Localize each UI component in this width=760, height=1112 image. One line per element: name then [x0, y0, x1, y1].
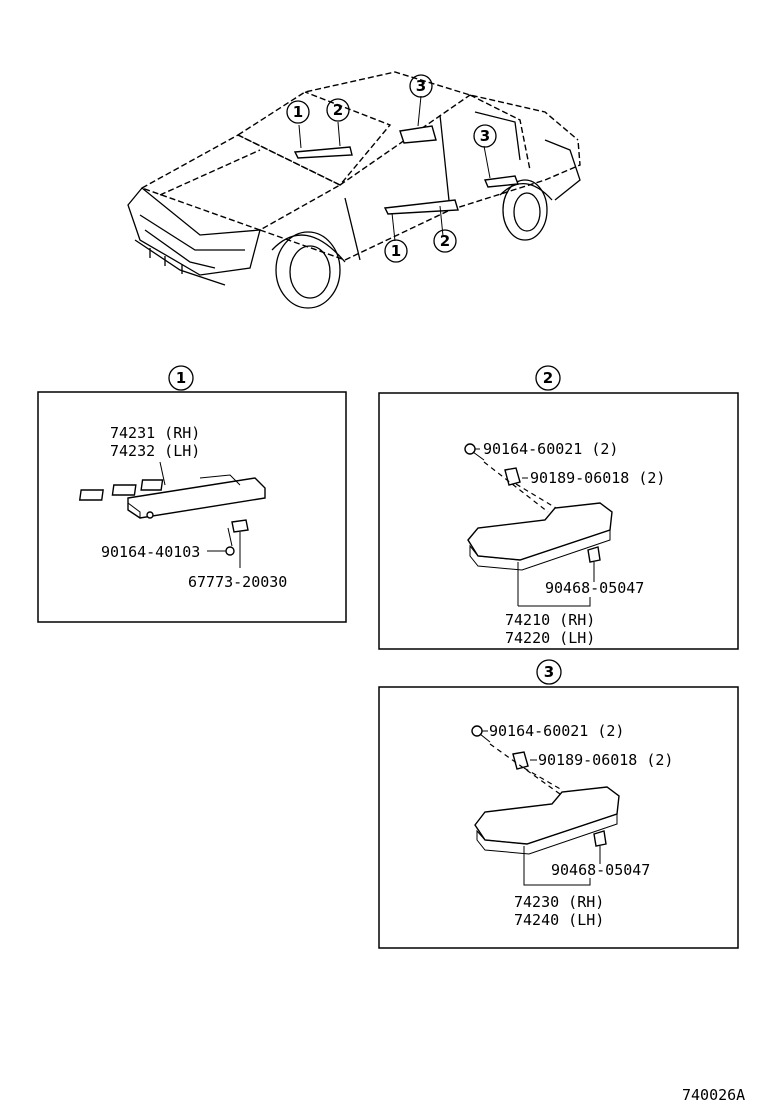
armrest-icon [467, 502, 613, 571]
panel-2-part-rh: 74210 (RH) [505, 611, 595, 629]
panel-2-callout-circle [535, 365, 561, 391]
armrest-icon [474, 786, 620, 855]
screw-icon [225, 546, 235, 556]
panel-1-callout-circle [168, 365, 194, 391]
panel-2-clip-label: 90468-05047 [545, 579, 644, 597]
panel-3-nut-label: 90189-06018 (2) [538, 751, 673, 769]
nut-icon [512, 751, 529, 770]
svg-text:1: 1 [293, 103, 303, 121]
svg-text:3: 3 [480, 127, 490, 145]
panel-3-bolt-label: 90164-60021 (2) [489, 722, 624, 740]
svg-text:1: 1 [391, 242, 401, 260]
svg-text:3: 3 [416, 77, 426, 95]
panel-2-part-lh: 74220 (LH) [505, 629, 595, 647]
panel-2: 2 90164-60021 (2) 90189-06018 (2) 90468-… [378, 365, 739, 650]
clip-icon [593, 830, 607, 847]
panel-2-bracket [518, 597, 591, 607]
panel-2-callout: 2 [543, 369, 553, 387]
nut-icon [504, 467, 521, 486]
car-callout-3-rear: 3 [473, 124, 497, 148]
bolt-icon [471, 725, 491, 743]
car-callout-2-door: 2 [433, 229, 457, 253]
panel-1-screw-label: 90164-40103 [101, 543, 200, 561]
panel-3-frame [378, 686, 739, 949]
car-callout-2-top: 2 [326, 98, 350, 122]
svg-text:2: 2 [333, 101, 343, 119]
car-illustration [127, 71, 581, 309]
panel-3-callout: 3 [544, 663, 554, 681]
bolt-icon [464, 443, 485, 461]
clip-icon [587, 546, 601, 563]
car-callout-1-top: 1 [286, 100, 310, 124]
panel-1-part-lh: 74232 (LH) [110, 442, 200, 460]
panel-2-nut-label: 90189-06018 (2) [530, 469, 665, 487]
panel-3: 3 90164-60021 (2) 90189-06018 (2) 90468-… [378, 659, 739, 949]
svg-text:2: 2 [440, 232, 450, 250]
panel-1-part-rh: 74231 (RH) [110, 424, 200, 442]
panel-1-callout: 1 [176, 369, 186, 387]
car-callout-1-door: 1 [384, 239, 408, 263]
panel-3-part-lh: 74240 (LH) [514, 911, 604, 929]
panel-2-bolt-label: 90164-60021 (2) [483, 440, 618, 458]
panel-1: 1 74231 (RH) 74232 (LH) 90164-40103 6777… [37, 365, 347, 623]
panel-1-clip-label: 67773-20030 [188, 573, 287, 591]
car-callout-3-top: 3 [409, 74, 433, 98]
panel-3-clip-label: 90468-05047 [551, 861, 650, 879]
panel-2-frame [378, 392, 739, 650]
power-window-switch-base [78, 474, 266, 519]
panel-3-part-rh: 74230 (RH) [514, 893, 604, 911]
drawing-code: 740026A [682, 1086, 745, 1104]
panel-1-frame [37, 391, 347, 623]
panel-3-callout-circle [536, 659, 562, 685]
clip-icon [231, 519, 249, 533]
